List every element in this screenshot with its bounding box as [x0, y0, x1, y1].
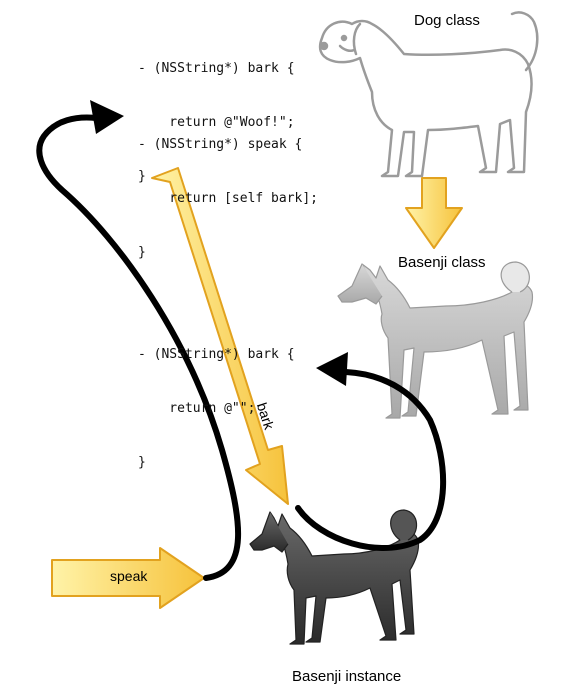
inheritance-arrow — [405, 177, 463, 249]
code-line: - (NSString*) bark { — [138, 61, 295, 76]
basenji-class-illustration — [337, 261, 534, 419]
code-line: - (NSString*) bark { — [138, 347, 295, 362]
dog-class-label: Dog class — [414, 12, 480, 29]
basenji-bark-method: - (NSString*) bark { return @""; } — [138, 310, 295, 508]
dog-speak-method: - (NSString*) speak { return [self bark]… — [138, 100, 318, 298]
code-line: return @"Woof!"; — [138, 115, 295, 130]
basenji-instance-label: Basenji instance — [292, 668, 402, 685]
speak-arrow — [51, 547, 205, 609]
speak-dispatch-arrowhead — [90, 100, 124, 134]
speak-arrow-label: speak — [110, 568, 148, 584]
dog-class-illustration — [318, 11, 539, 178]
code-line: return @""; — [138, 401, 256, 416]
code-line: return [self bark]; — [138, 191, 319, 206]
speak-dispatch-curve — [36, 114, 241, 581]
dog-bark-method: - (NSString*) bark { return @"Woof!"; } — [138, 24, 295, 222]
bark-dispatch-arrowhead — [316, 352, 348, 386]
bark-dispatch-curve — [295, 369, 447, 551]
basenji-instance-illustration — [249, 509, 420, 645]
code-line: } — [138, 455, 146, 470]
code-line: } — [138, 245, 146, 260]
code-line: - (NSString*) speak { — [138, 137, 303, 152]
basenji-class-label: Basenji class — [398, 254, 486, 271]
code-line: } — [138, 169, 146, 184]
bark-arrow — [151, 167, 289, 505]
